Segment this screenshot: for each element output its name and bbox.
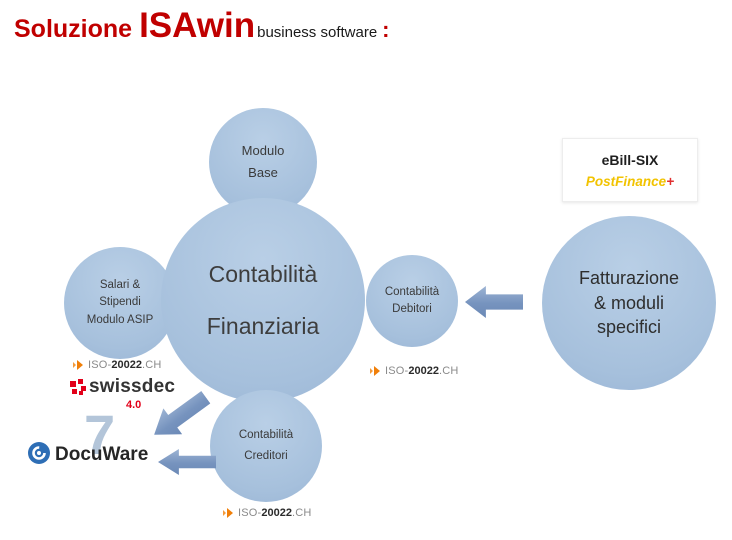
title-colon: :: [382, 17, 390, 42]
swissdec-version: 4.0: [126, 399, 142, 411]
bubble-label-line: Fatturazione: [578, 267, 680, 288]
iso-prefix: ISO-: [385, 365, 409, 377]
title-isa: ISA: [139, 6, 197, 45]
title-win: win: [196, 6, 256, 45]
iso-text: ISO-20022.CH: [385, 365, 459, 377]
title-subtitle: business software: [257, 24, 378, 41]
ebill-six-label: eBill-SIX: [601, 151, 659, 168]
bubble-label-line: Modulo: [241, 142, 285, 158]
bubble-label-line: Salari &: [99, 279, 141, 292]
iso-prefix: ISO-: [238, 507, 262, 519]
swissdec-name: swissdec: [89, 376, 176, 397]
swissdec-logo: swissdec 4.0: [70, 376, 200, 416]
bubble-label-line: Contabilità: [208, 260, 318, 287]
iso-20022-logo: ISO-20022.CH: [369, 365, 459, 377]
iso-20022-logo: ISO-20022.CH: [72, 359, 162, 371]
iso-text: ISO-20022.CH: [238, 507, 312, 519]
iso-20022-logo: ISO-20022.CH: [222, 507, 312, 519]
bubble-salari-stipendi: Salari & Stipendi Modulo ASIP: [64, 247, 176, 359]
bubble-label-line: & moduli: [593, 292, 665, 313]
bubble-label-line: specifici: [596, 317, 662, 338]
iso-number: 20022: [111, 359, 143, 371]
iso-arrow-icon: [73, 360, 83, 370]
bubble-label-line: Stipendi: [99, 296, 141, 309]
bubble-contabilita-creditori: Contabilità Creditori: [210, 390, 322, 502]
postfinance-text: PostFinance: [585, 173, 667, 189]
bubble-label-line: Modulo ASIP: [86, 313, 154, 326]
docuware-logo: 7 DocuWare: [24, 403, 184, 478]
bubble-label-line: Debitori: [392, 303, 432, 315]
docuware-name: DocuWare: [55, 444, 149, 465]
ebill-six-panel: eBill-SIX PostFinance+: [562, 138, 698, 202]
iso-suffix: .CH: [439, 365, 459, 377]
iso-number: 20022: [408, 365, 440, 377]
iso-prefix: ISO-: [88, 359, 112, 371]
iso-arrow-icon: [370, 366, 380, 376]
bubble-label-line: Finanziaria: [206, 313, 320, 339]
docuware-version: 7: [84, 403, 116, 466]
bubble-label-line: Contabilità: [238, 428, 294, 441]
iso-suffix: .CH: [142, 359, 162, 371]
bubble-contabilita-finanziaria: Contabilità Finanziaria: [161, 198, 365, 402]
bubble-fatturazione-moduli: Fatturazione & moduli specifici: [542, 216, 716, 390]
iso-text: ISO-20022.CH: [88, 359, 162, 371]
postfinance-label: PostFinance+: [586, 174, 674, 189]
iso-arrow-icon: [223, 508, 233, 518]
bubble-label-line: Contabilità: [384, 285, 440, 298]
docuware-icon: [28, 442, 50, 464]
bubble-label-line: Base: [248, 164, 278, 180]
title-soluzione: Soluzione: [14, 15, 133, 43]
postfinance-plus: +: [666, 173, 675, 189]
arrow-fatturazione-to-debitori: [465, 286, 523, 318]
swissdec-icon: [70, 379, 86, 395]
bubble-contabilita-debitori: Contabilità Debitori: [366, 255, 458, 347]
iso-number: 20022: [261, 507, 293, 519]
bubble-label-line: Creditori: [244, 450, 288, 462]
iso-suffix: .CH: [292, 507, 312, 519]
